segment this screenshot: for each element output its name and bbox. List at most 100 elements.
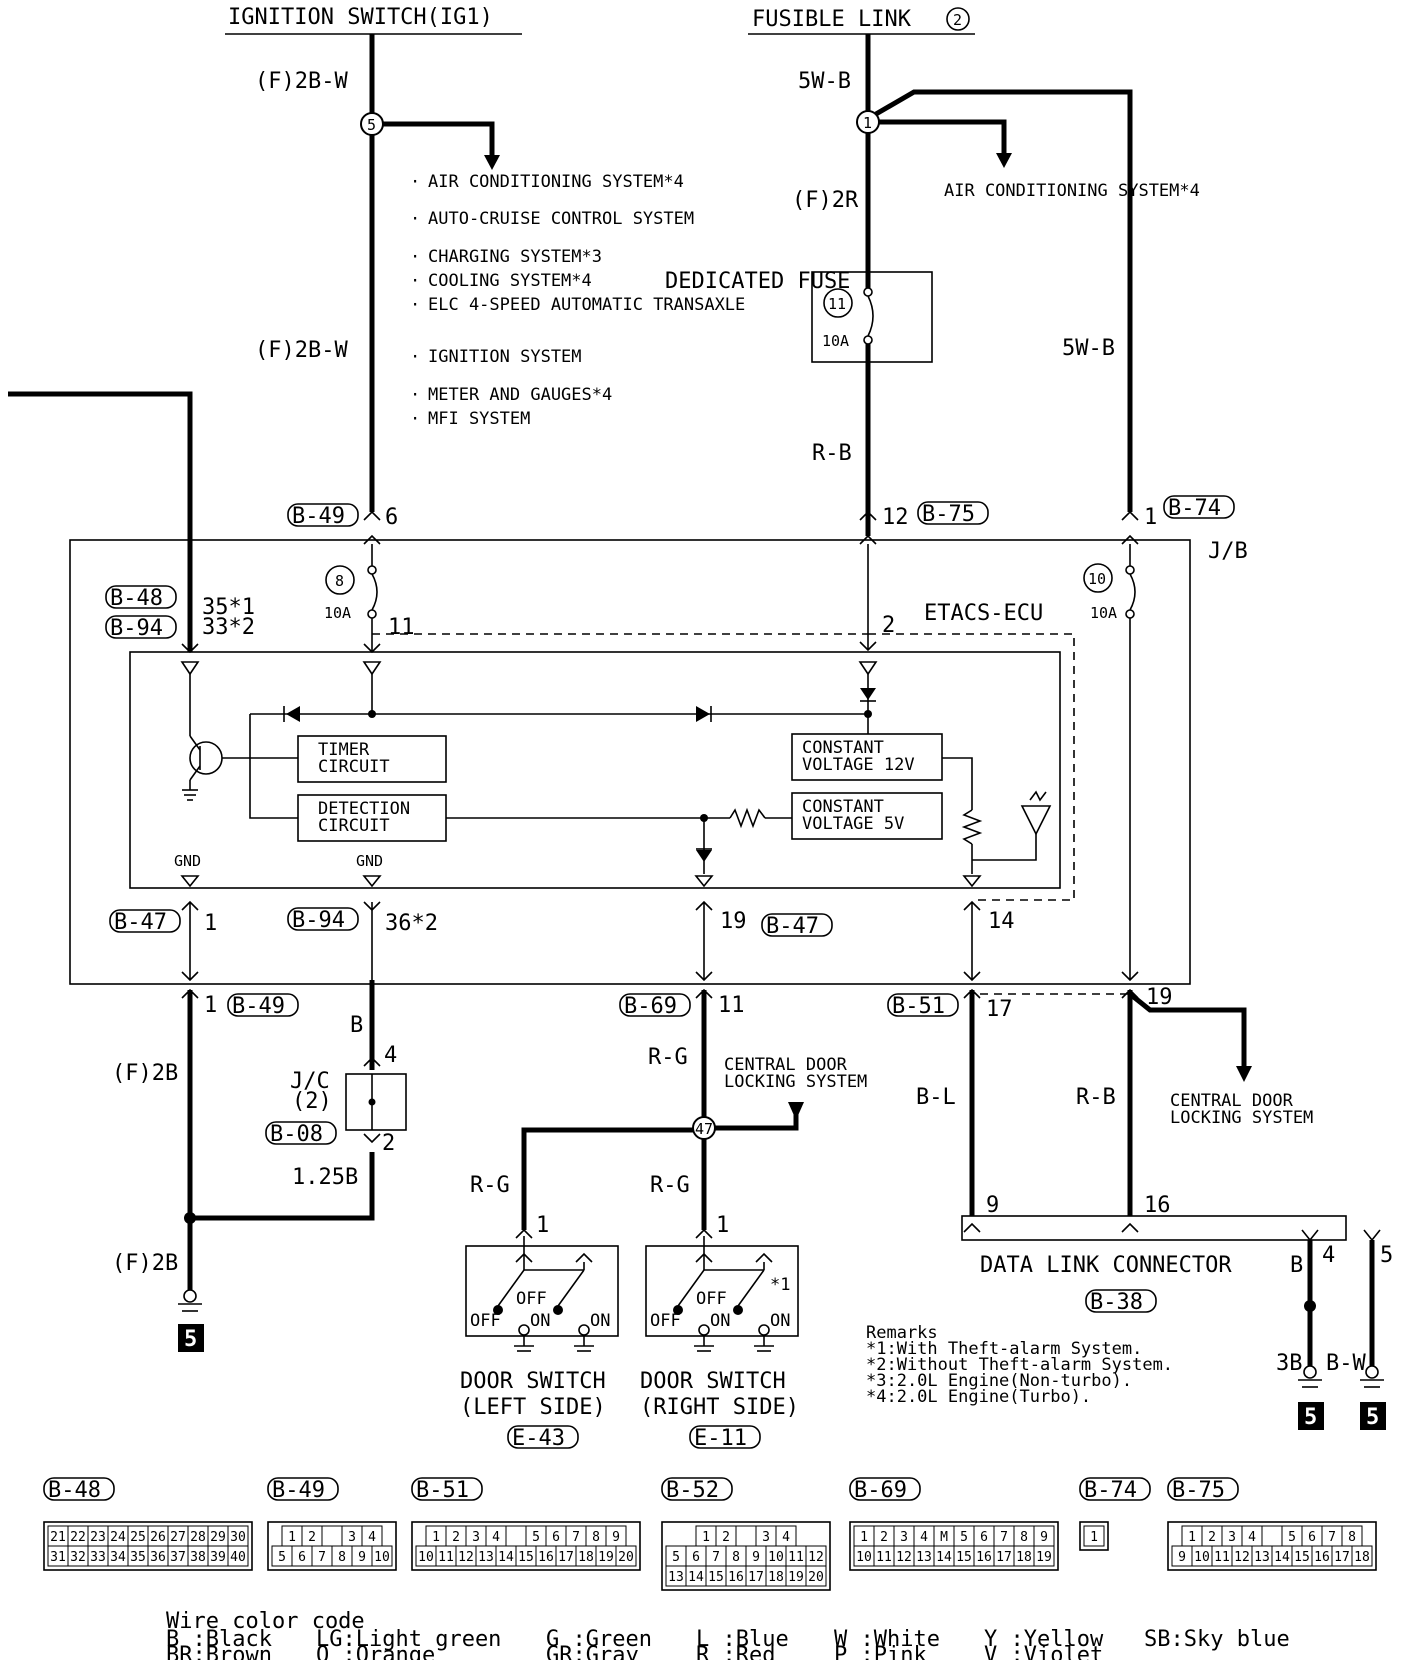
connector-cell-number: 27: [170, 1530, 186, 1545]
connector-view-body: [661, 1521, 831, 1591]
connector-tag-b75: B-75: [917, 501, 989, 527]
wire-jc-out: 1.25B: [292, 1165, 358, 1190]
pin-jc-4: 4: [384, 1043, 397, 1068]
connector-cell-number: 6: [298, 1550, 306, 1565]
pin-35-33-a: 35*1: [202, 595, 255, 620]
connector-tag-b38: B-38: [1085, 1289, 1157, 1315]
pin-dlc-5: 5: [1380, 1243, 1393, 1268]
connector-cell-number: 17: [558, 1550, 574, 1565]
svg-text:B-49: B-49: [232, 994, 285, 1019]
connector-view-body: [849, 1521, 1059, 1571]
connector-cell-number: 37: [170, 1550, 186, 1565]
connector-cell: [615, 1545, 637, 1567]
ecu-label: ETACS-ECU: [924, 601, 1043, 626]
color-code-item: B :Black: [166, 1627, 272, 1652]
dedicated-fuse-box: [811, 271, 933, 363]
pin-b69-11: 11: [718, 993, 745, 1018]
connector-tag-b49-top: B-49: [287, 503, 359, 529]
connector-cell-number: 2: [1208, 1530, 1216, 1545]
svg-text:E-43: E-43: [512, 1426, 565, 1451]
connector-cell-number: 14: [688, 1570, 704, 1585]
color-code-item: Y :Yellow: [984, 1627, 1104, 1652]
splice-fl-number: 1: [863, 114, 872, 132]
connector-cell-number: 5: [278, 1550, 286, 1565]
connector-cell-number: 7: [318, 1550, 326, 1565]
ground-point-dlc-1: 5: [1298, 1402, 1324, 1430]
connector-cell-number: 5: [672, 1550, 680, 1565]
connector-view-body: [1167, 1521, 1377, 1571]
connector-cell-number: 14: [1274, 1550, 1290, 1565]
connector-view-body: [411, 1521, 641, 1571]
connector-cell: [505, 1525, 527, 1547]
remarks-title: Remarks: [866, 1323, 938, 1343]
color-code-item: P :Pink: [834, 1643, 927, 1660]
color-code-item: SB:Sky blue: [1144, 1627, 1290, 1652]
pin-b75-12: 12: [882, 505, 909, 530]
wire-door-left: R-G: [470, 1173, 510, 1198]
connector-cell-number: 34: [110, 1550, 126, 1565]
connector-cell-number: 8: [592, 1530, 600, 1545]
splice-ig-number: 5: [367, 116, 376, 134]
color-code-item: O :Orange: [316, 1643, 435, 1660]
ig-system-item: AIR CONDITIONING SYSTEM*4: [428, 172, 684, 192]
connector-cell-number: 5: [1288, 1530, 1296, 1545]
resistor: [961, 809, 983, 845]
connector-cell-number: 5: [960, 1530, 968, 1545]
connector-cell-number: 21: [50, 1530, 66, 1545]
color-code-item: GR:Gray: [546, 1643, 639, 1660]
connector-cell-number: 36: [150, 1550, 166, 1565]
connector-cell-number: 35: [130, 1550, 146, 1565]
connector-view-tag: [849, 1477, 921, 1501]
door-left-on-1: ON: [530, 1311, 550, 1331]
pin-jc-2: 2: [382, 1131, 395, 1156]
color-code-item: V :Violet: [984, 1643, 1103, 1660]
svg-text:B-47: B-47: [114, 910, 167, 935]
connector-tag-b69: B-69: [619, 993, 691, 1019]
connector-view-id: B-69: [854, 1478, 907, 1503]
connector-cell-number: 15: [708, 1570, 724, 1585]
wire-jc-in: B: [350, 1013, 363, 1038]
cv5-label-2: VOLTAGE 5V: [802, 814, 904, 834]
color-code-item: G :Green: [546, 1627, 652, 1652]
color-code-item: W :White: [834, 1627, 940, 1652]
cv12-label-2: VOLTAGE 12V: [802, 755, 915, 775]
connector-cell-number: 13: [668, 1570, 684, 1585]
ground-point-dlc-2: 5: [1360, 1402, 1386, 1430]
color-code-item: L :Blue: [696, 1627, 789, 1652]
connector-view-tag: [1167, 1477, 1239, 1501]
door-right-title: DOOR SWITCH: [640, 1369, 786, 1394]
data-link-connector: [961, 1215, 1347, 1241]
svg-text:·: ·: [410, 385, 420, 405]
ecu-gnd-label-1: GND: [174, 852, 201, 870]
connector-cell-number: 19: [1036, 1550, 1052, 1565]
jc-number: (2): [292, 1089, 332, 1114]
fusible-link-number-circle: [946, 7, 970, 31]
connector-cell-number: 13: [478, 1550, 494, 1565]
svg-text:·: ·: [410, 347, 420, 367]
jb-fuse8-rating: 10A: [324, 604, 351, 622]
connector-cell-number: 9: [358, 1550, 366, 1565]
svg-text:·: ·: [410, 209, 420, 229]
svg-text:B-51: B-51: [892, 994, 945, 1019]
connector-tag-b47-right: B-47: [761, 913, 833, 939]
wire-dlc-3b: 3B: [1276, 1351, 1303, 1376]
connector-cell-number: 7: [572, 1530, 580, 1545]
connector-cell-number: 9: [1178, 1550, 1186, 1565]
connector-cell-number: 18: [1354, 1550, 1370, 1565]
connector-cell-number: 6: [980, 1530, 988, 1545]
connector-cell-number: 3: [1228, 1530, 1236, 1545]
pin-19b: 19: [1146, 985, 1173, 1010]
connector-tag-b48: B-48: [105, 585, 177, 611]
wire-fl-fuse-out: R-B: [812, 441, 852, 466]
svg-text:B-74: B-74: [1168, 496, 1221, 521]
connector-cell-number: 29: [210, 1530, 226, 1545]
ig-system-item: AUTO-CRUISE CONTROL SYSTEM: [428, 209, 694, 229]
pin-door-left-1: 1: [536, 1213, 549, 1238]
ig-system-item: MFI SYSTEM: [428, 409, 530, 429]
connector-cell-number: 8: [338, 1550, 346, 1565]
connector-cell-number: 19: [788, 1570, 804, 1585]
connector-view-body: [1079, 1521, 1109, 1551]
connector-view-id: B-74: [1084, 1478, 1137, 1503]
